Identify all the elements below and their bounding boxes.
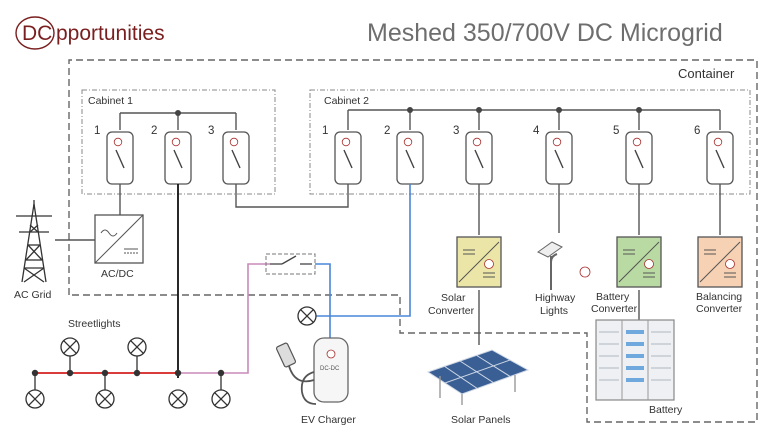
ev-feeder-line [329,184,411,338]
svg-text:3: 3 [453,125,459,137]
streetlight-icon [95,389,115,409]
breaker-c2-1 [334,131,362,185]
streetlights-label: Streetlights [68,318,121,330]
solar-panels-label: Solar Panels [451,414,511,426]
highway-lights-label-1: Highway [535,292,576,304]
balancing-converter [697,236,743,288]
ev-charger-icon [275,337,349,405]
highway-lights-label-2: Lights [540,305,568,317]
ev-charger-label: EV Charger [301,414,356,426]
cabinet-2-label: Cabinet 2 [324,95,369,107]
svg-text:5: 5 [613,125,619,137]
cabinet-2-outline [309,89,751,195]
ac-grid-pylon-icon [16,200,52,283]
container-label: Container [678,66,735,81]
svg-text:1: 1 [94,125,100,137]
breaker-c1-3 [222,131,250,185]
balancing-converter-label-2: Converter [696,303,743,315]
dcdc-label: DC-DC [320,366,340,372]
svg-text:3: 3 [208,125,214,137]
battery-converter-label-2: Converter [591,303,638,315]
streetlight-icon [127,337,147,357]
solar-converter [456,236,502,288]
breaker-c2-2 [396,131,424,185]
cabinet-1-label: Cabinet 1 [88,95,133,107]
battery-rack-icon [595,319,675,401]
logo-dc: DC [22,22,52,45]
battery-converter [616,236,662,288]
breaker-c2-6 [706,131,734,185]
streetlight-icon [60,337,80,357]
breaker-c1-1 [106,131,134,185]
junction-dots [175,107,642,116]
streetlight-icon [25,389,45,409]
svg-text:4: 4 [533,125,540,137]
solar-converter-label-2: Converter [428,305,475,317]
logo: DC pportunities [15,16,165,50]
acdc-converter [94,214,144,264]
breaker-c2-4 [545,131,573,185]
svg-text:2: 2 [151,125,157,137]
breaker-c2-5 [625,131,653,185]
page-title: Meshed 350/700V DC Microgrid [367,19,723,47]
ac-grid-label: AC Grid [14,289,52,301]
balancing-converter-label-1: Balancing [696,291,742,303]
breaker-c2-3 [465,131,493,185]
streetlight-icon [297,306,317,326]
battery-converter-label-1: Battery [596,291,630,303]
link-switch [265,253,316,275]
container-outline [68,59,758,423]
cabinet-2-breakers [334,131,734,185]
grey-wiring [55,184,721,345]
pink-link-line [178,263,270,374]
acdc-label: AC/DC [101,268,134,280]
cabinet-2-slot-numbers: 1 2 3 4 5 6 [322,125,700,137]
cabinet-1-slot-numbers: 1 2 3 [94,125,214,137]
cabinet-1-breakers [106,131,250,185]
highway-light-icon [537,241,591,290]
streetlight-icon [211,389,231,409]
logo-text: pportunities [56,22,165,45]
breaker-c1-2 [164,131,192,185]
streetlight-icon [168,389,188,409]
svg-text:2: 2 [384,125,390,137]
solar-converter-label-1: Solar [441,292,466,304]
svg-text:1: 1 [322,125,328,137]
solar-panels-icon [426,349,530,405]
battery-label: Battery [649,404,683,416]
svg-text:6: 6 [694,125,700,137]
streetlight-network [25,306,317,409]
